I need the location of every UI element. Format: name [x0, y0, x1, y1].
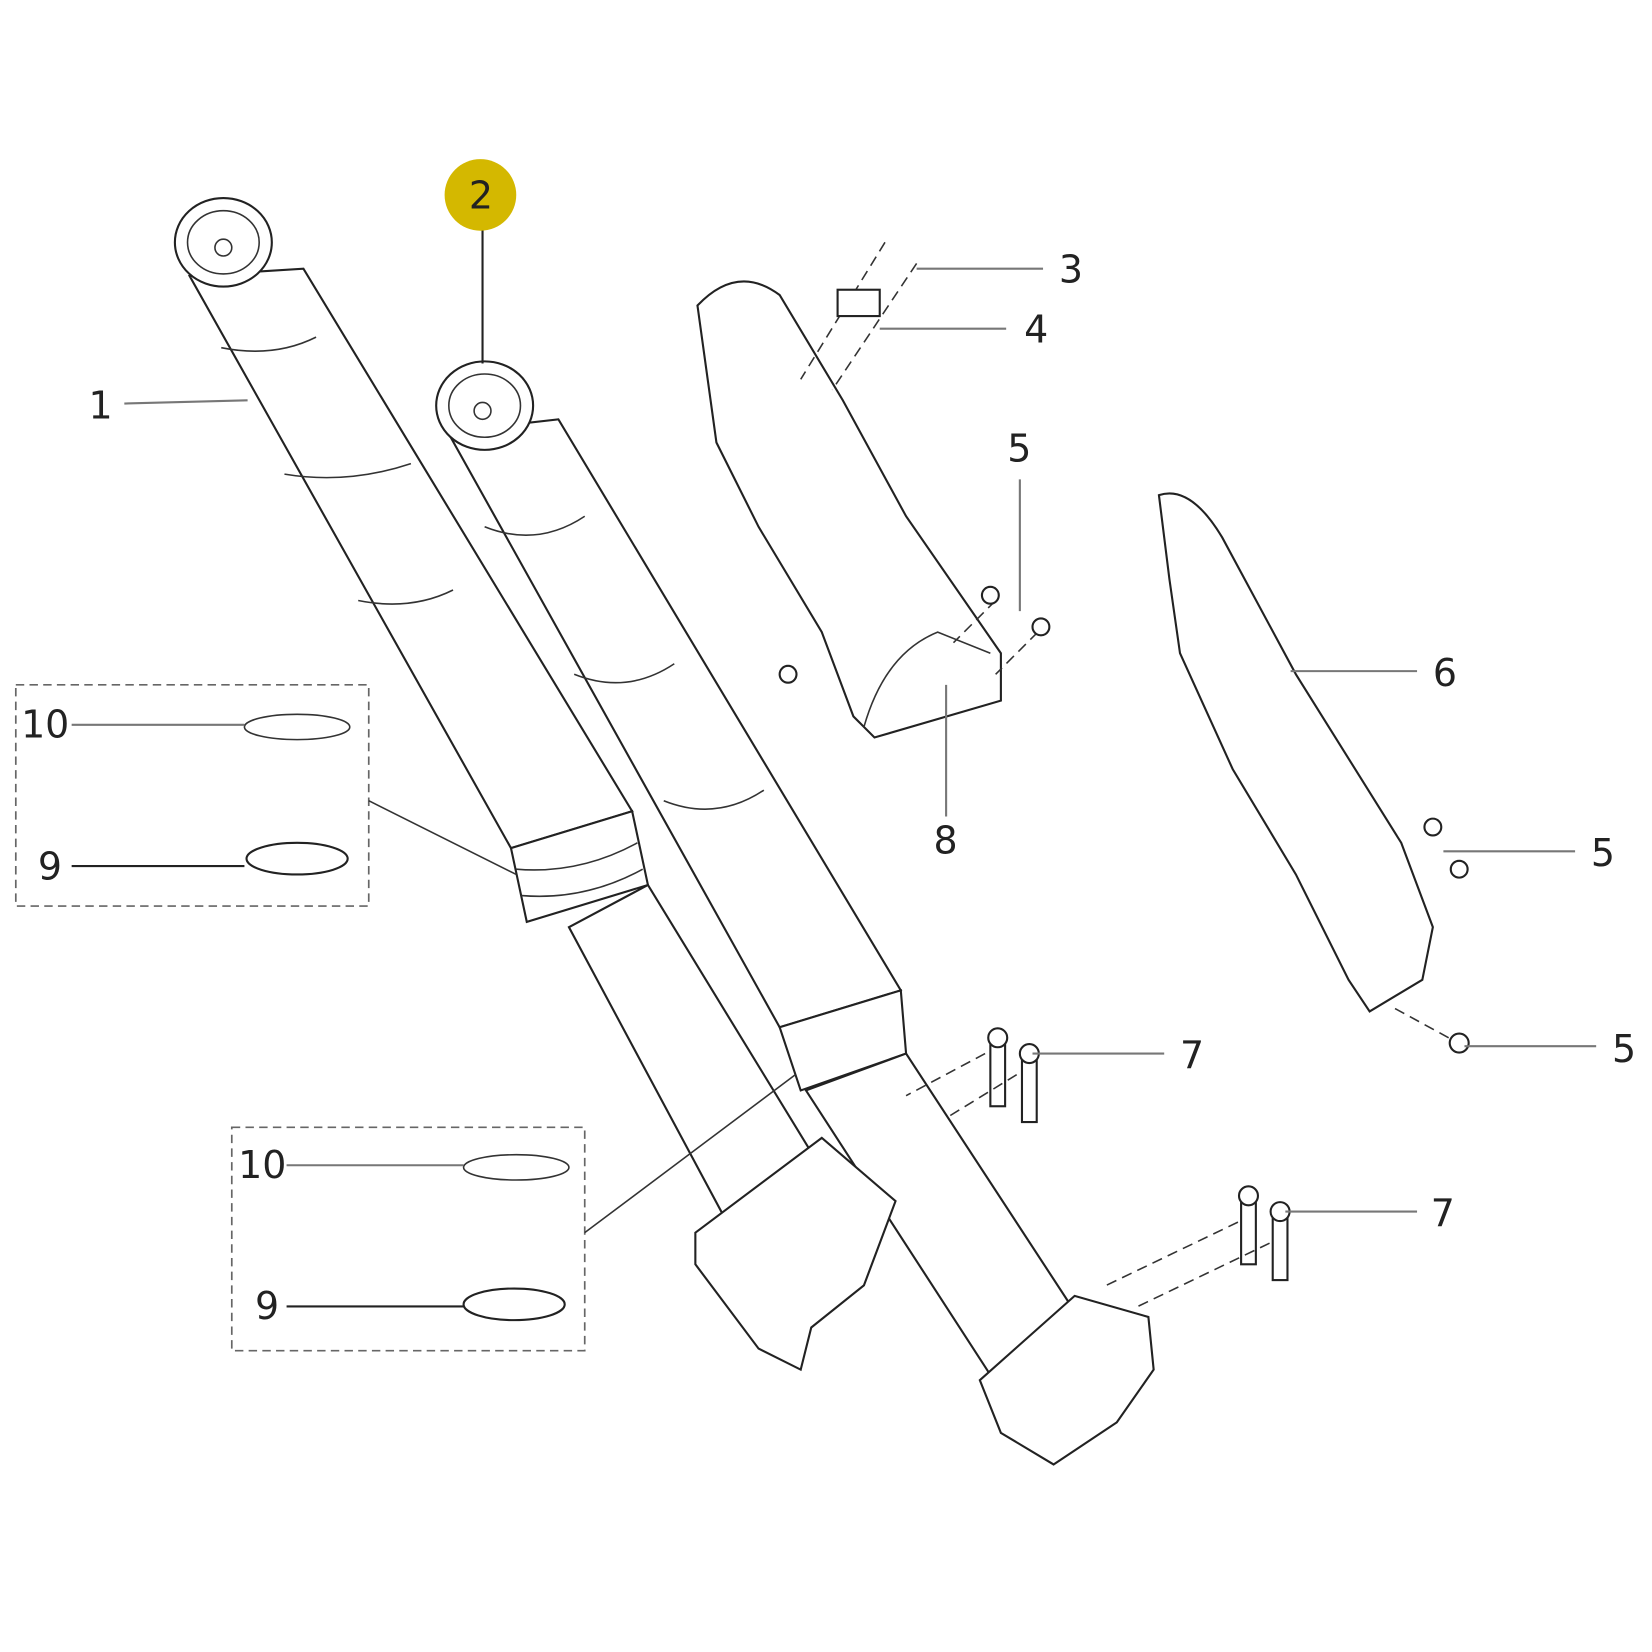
callout-1[interactable]: 1 [89, 383, 113, 427]
fork-leg-1[interactable] [173, 197, 824, 1224]
seal-kit-box-2 [230, 1126, 586, 1352]
callout-5[interactable]: 5 [1612, 1027, 1636, 1071]
callout-9[interactable]: 9 [38, 845, 62, 889]
fasteners [778, 241, 1470, 1308]
leader-lines [71, 226, 1597, 1308]
callout-9[interactable]: 9 [255, 1284, 279, 1328]
axle-bracket-2 [978, 1294, 1155, 1466]
callout-7[interactable]: 7 [1431, 1191, 1455, 1235]
callout-3[interactable]: 3 [1059, 247, 1083, 291]
callout-7[interactable]: 7 [1180, 1033, 1204, 1077]
axle-bracket-1 [694, 1136, 897, 1372]
callout-5[interactable]: 5 [1591, 831, 1615, 875]
callout-2[interactable]: 2 [469, 174, 493, 218]
callout-6[interactable]: 6 [1433, 651, 1457, 695]
fork-guard-1[interactable] [696, 280, 1002, 739]
callout-10[interactable]: 10 [21, 703, 69, 747]
callout-8[interactable]: 8 [933, 818, 957, 862]
callout-10[interactable]: 10 [238, 1143, 286, 1187]
callout-4[interactable]: 4 [1024, 307, 1048, 351]
callout-2-highlight [444, 159, 517, 231]
callout-5[interactable]: 5 [1007, 426, 1031, 470]
fork-guard-2[interactable] [1157, 492, 1434, 1013]
